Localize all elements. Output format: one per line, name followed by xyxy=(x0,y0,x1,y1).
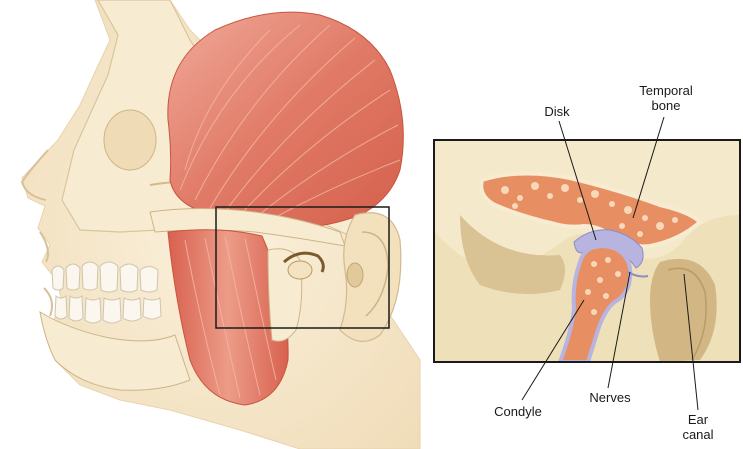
label-nerves: Nerves xyxy=(589,390,631,405)
tmj-inset xyxy=(434,140,740,362)
label-disk: Disk xyxy=(544,104,570,119)
label-temporal-bone-line2: bone xyxy=(652,98,681,113)
label-temporal-bone-line1: Temporal xyxy=(639,83,693,98)
ear-canal-opening xyxy=(347,263,363,287)
label-ear-canal-line2: canal xyxy=(682,427,713,442)
eye-socket xyxy=(104,110,156,170)
mandible-condyle xyxy=(288,261,312,279)
head-illustration xyxy=(22,0,420,449)
label-condyle: Condyle xyxy=(494,404,542,419)
label-ear-canal-line1: Ear xyxy=(688,412,709,427)
